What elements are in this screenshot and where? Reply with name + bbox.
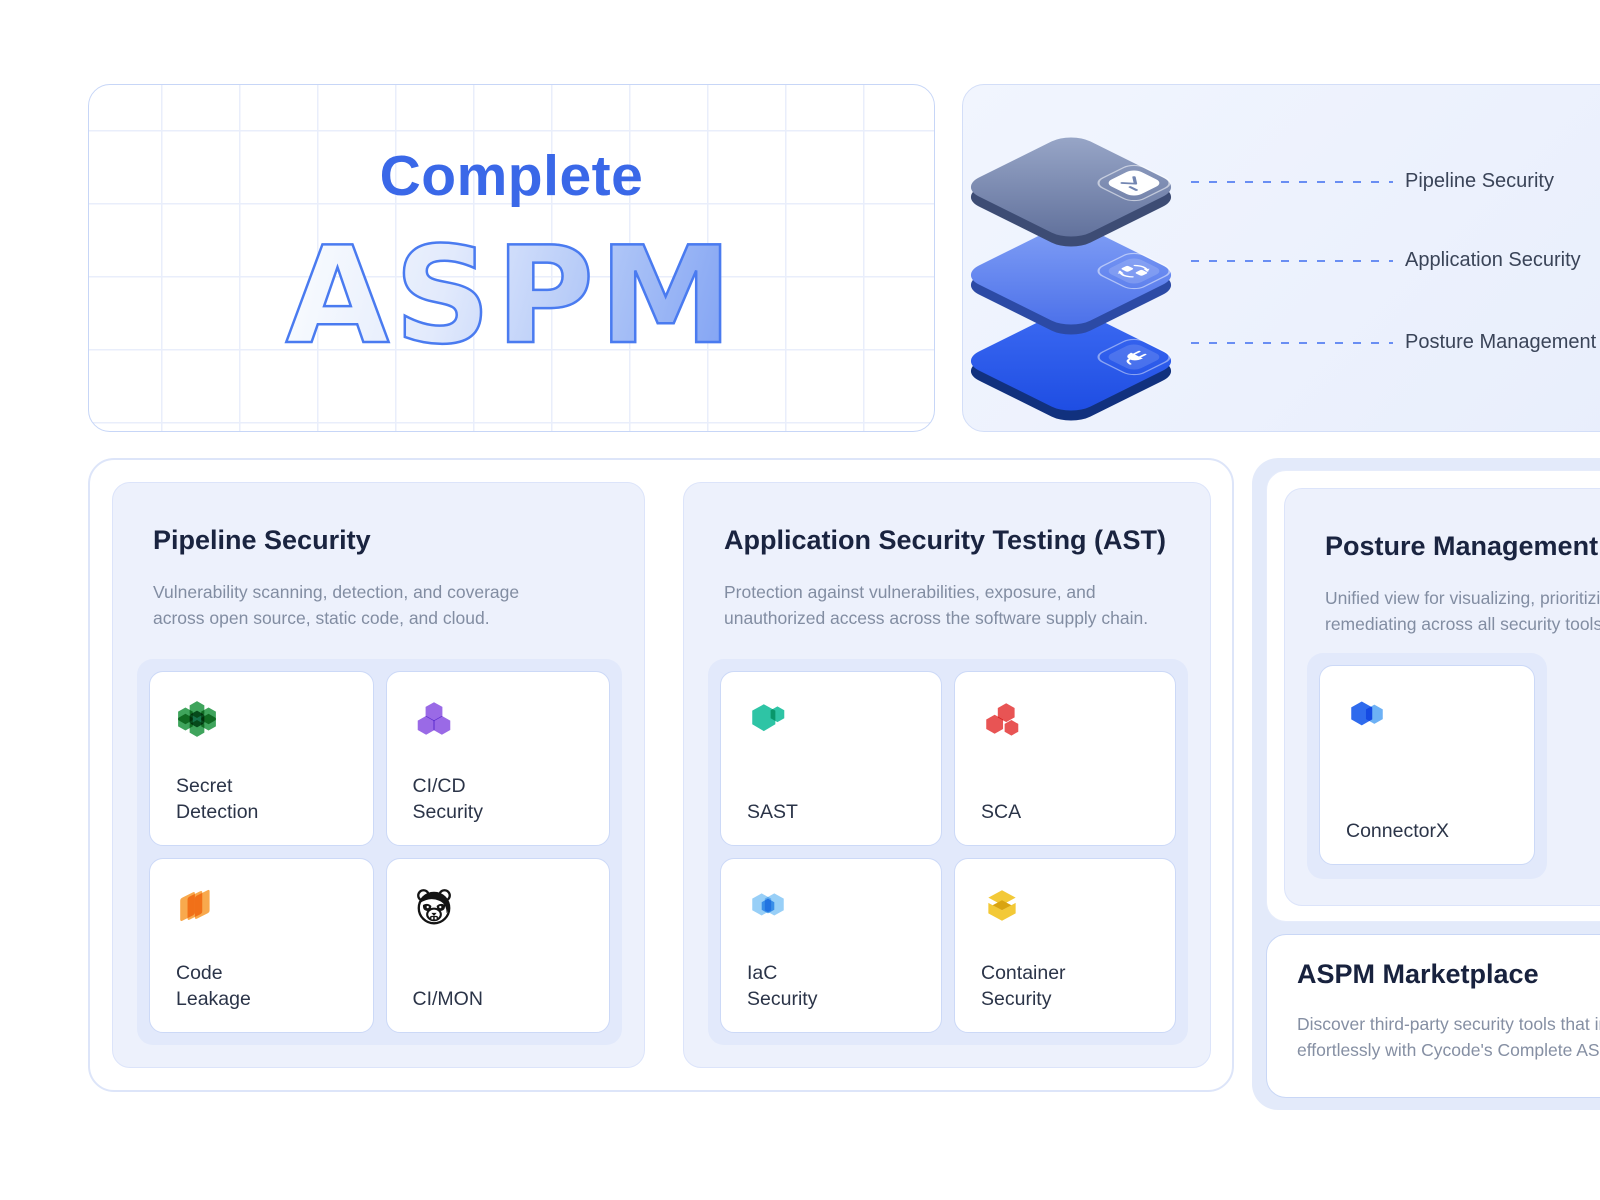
tile-label: Code Leakage	[176, 962, 251, 1010]
dashed-connectors	[1191, 181, 1393, 344]
cimon-badger-icon	[413, 885, 455, 927]
stack-label-pipeline-security: Pipeline Security	[1405, 170, 1554, 192]
tile-container-security[interactable]: Container Security	[954, 858, 1176, 1033]
connectorx-icon	[1346, 692, 1388, 734]
sast-icon	[747, 698, 789, 740]
tile-label: Container Security	[981, 962, 1066, 1010]
layers-illustration	[970, 137, 1393, 421]
posture-title: Posture Management	[1325, 531, 1599, 561]
layer-application-security	[970, 225, 1172, 335]
tile-label: SAST	[747, 801, 798, 823]
posture-management-card: Posture Management Unified view for visu…	[1284, 488, 1600, 906]
right-section-container: Posture Management Unified view for visu…	[1252, 458, 1600, 1110]
tile-label: IaC Security	[747, 962, 818, 1010]
ast-description: Protection against vulnerabilities, expo…	[724, 582, 1149, 628]
hero-title: ASPM	[284, 203, 738, 391]
tile-sca[interactable]: SCA	[954, 671, 1176, 846]
stack-label-posture-management: Posture Management	[1405, 331, 1597, 353]
secret-detection-icon	[176, 698, 218, 740]
tile-cicd-security[interactable]: CI/CD Security	[385, 671, 610, 846]
code-leakage-icon	[176, 885, 218, 927]
tile-label: CI/MON	[412, 988, 483, 1010]
hero-eyebrow: Complete	[379, 144, 644, 208]
tile-label: SCA	[981, 801, 1022, 823]
pipeline-tiles: Secret Detection CI/CD Sec	[137, 659, 622, 1045]
tile-label: ConnectorX	[1346, 820, 1449, 842]
tile-secret-detection[interactable]: Secret Detection	[149, 671, 374, 846]
tile-sast[interactable]: SAST	[720, 671, 942, 846]
sca-icon	[981, 698, 1023, 740]
posture-description: Unified view for visualizing, prioritizi…	[1325, 588, 1600, 634]
tile-connectorx[interactable]: ConnectorX	[1319, 665, 1535, 865]
layer-posture-management	[970, 311, 1172, 421]
plug-icon	[1126, 350, 1147, 365]
tile-cimon[interactable]: CI/MON	[385, 858, 610, 1033]
ast-card: Application Security Testing (AST) Prote…	[683, 482, 1211, 1068]
stack-label-application-security: Application Security	[1405, 249, 1581, 271]
tile-label: CI/CD Security	[412, 775, 483, 823]
stack-diagram-card: Pipeline Security Application Security P…	[962, 84, 1600, 432]
cicd-security-icon	[413, 698, 455, 740]
tile-code-leakage[interactable]: Code Leakage	[149, 858, 374, 1033]
container-security-icon	[981, 885, 1023, 927]
tile-iac-security[interactable]: IaC Security	[720, 858, 942, 1033]
hero-title-wrap: ASPM	[89, 203, 934, 391]
aspm-marketplace-card: ASPM Marketplace Discover third-party se…	[1266, 934, 1600, 1098]
iac-security-icon	[747, 885, 789, 927]
hero-card: Complete ASPM	[88, 84, 935, 432]
ast-title: Application Security Testing (AST)	[724, 525, 1167, 555]
pipeline-security-card: Pipeline Security Vulnerability scanning…	[112, 482, 645, 1068]
posture-tiles: ConnectorX	[1307, 653, 1547, 879]
sync-icon	[1117, 264, 1150, 278]
pipeline-security-description: Vulnerability scanning, detection, and c…	[153, 582, 520, 628]
tile-label: Secret Detection	[176, 775, 259, 823]
marketplace-description: Discover third-party security tools that…	[1297, 1014, 1600, 1060]
terminal-icon	[1120, 176, 1138, 191]
ast-tiles: SAST SCA	[708, 659, 1188, 1045]
marketplace-title: ASPM Marketplace	[1297, 959, 1539, 989]
layer-pipeline-security	[970, 137, 1172, 247]
pipeline-security-title: Pipeline Security	[153, 525, 371, 555]
